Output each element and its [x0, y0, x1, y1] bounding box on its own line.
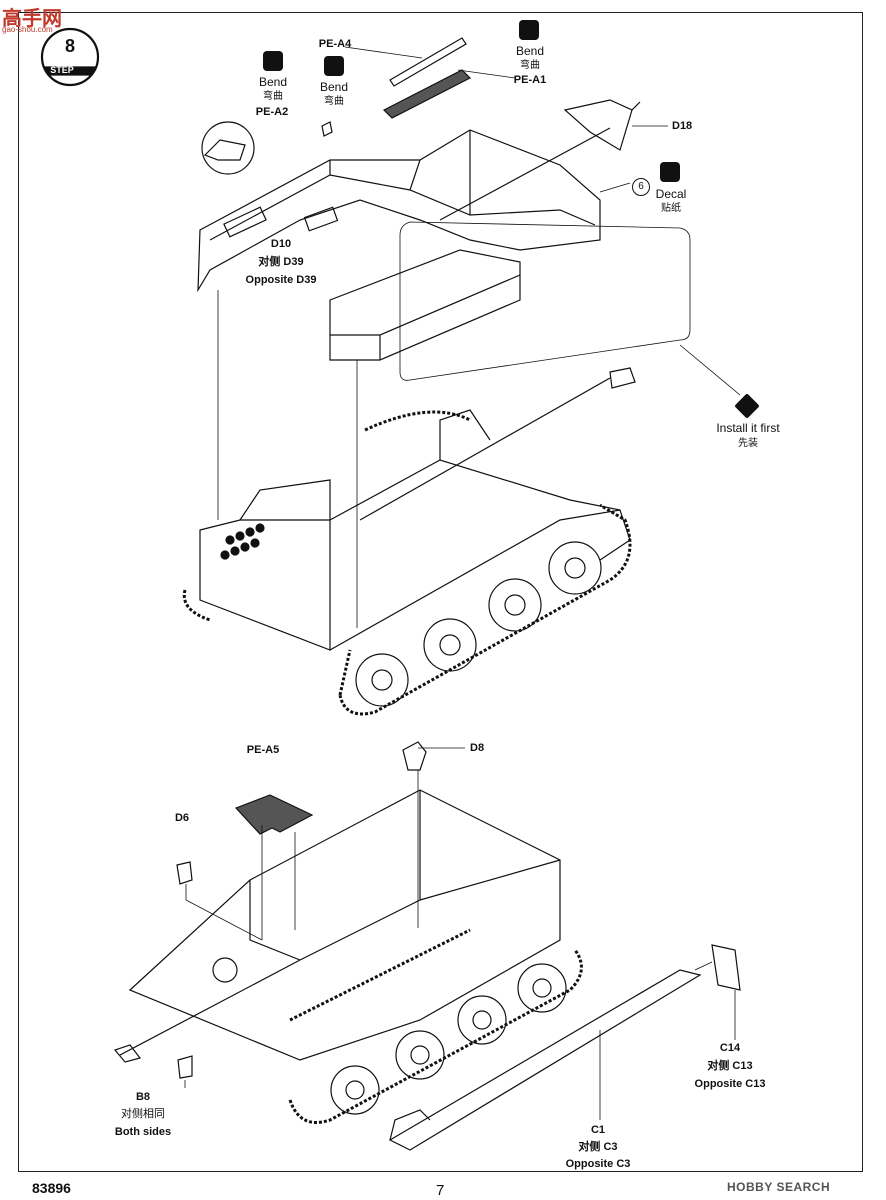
- part-b8-cn: 对侧相同: [121, 1108, 165, 1120]
- pe-a1-grille: [382, 69, 472, 119]
- d8-part: [402, 741, 427, 771]
- upper-vehicle-assembly: [182, 367, 636, 716]
- c14-part: [711, 944, 741, 991]
- part-d6: D6: [174, 812, 190, 824]
- install-first-en: Install it first: [716, 421, 780, 435]
- part-pe-a5: PE-A5: [246, 744, 280, 756]
- step-badge: [40, 27, 100, 87]
- part-d10-opposite-en: Opposite D39: [245, 274, 317, 286]
- step-label: STEP: [50, 65, 74, 75]
- part-b8-en: Both sides: [114, 1126, 172, 1138]
- part-c14-cn: 对侧 C13: [707, 1060, 753, 1072]
- part-d10: D10: [270, 238, 292, 250]
- bend-label-en: Bend: [258, 75, 288, 89]
- pe-a2-part: [321, 121, 333, 137]
- page-frame: [18, 12, 863, 1172]
- part-d10-opposite-cn: 对侧 D39: [258, 256, 304, 268]
- part-pe-a2: PE-A2: [255, 106, 289, 118]
- upper-hull-part: [197, 129, 691, 381]
- bend-label-cn: 弯曲: [520, 60, 540, 71]
- part-c14: C14: [719, 1042, 741, 1054]
- part-c1-en: Opposite C3: [565, 1158, 631, 1170]
- hobby-search-watermark: HOBBY SEARCH: [727, 1180, 831, 1194]
- site-logo: 高手网: [2, 8, 62, 30]
- bend-icon: [324, 56, 344, 76]
- page-number: 7: [436, 1182, 445, 1199]
- decal-number: 6: [632, 178, 650, 196]
- install-first-cn: 先装: [738, 438, 758, 449]
- product-code: 83896: [32, 1180, 71, 1196]
- pe-a4-grille: [389, 37, 467, 87]
- decal-label-en: Decal: [655, 187, 687, 201]
- bend-label-en: Bend: [515, 44, 545, 58]
- d6-part: [176, 861, 193, 885]
- part-c1: C1: [590, 1124, 606, 1136]
- part-d18: D18: [672, 120, 693, 132]
- bend-icon: [519, 20, 539, 40]
- decal-label-cn: 贴纸: [661, 203, 681, 214]
- site-url: gao-shou.com: [2, 25, 53, 34]
- bend-label-cn: 弯曲: [263, 91, 283, 102]
- bend-icon: [263, 51, 283, 71]
- guide-lines: [184, 46, 741, 1120]
- inset-detail: [201, 121, 255, 175]
- d18-muzzle-brake: [439, 99, 641, 221]
- part-d8: D8: [470, 742, 485, 754]
- decal-icon: [660, 162, 680, 182]
- c1-fender: [388, 969, 702, 1151]
- b8-part: [177, 1055, 193, 1079]
- step-number: 8: [64, 36, 76, 56]
- lower-vehicle-assembly: [113, 789, 583, 1124]
- part-pe-a1: PE-A1: [513, 74, 547, 86]
- pe-a5-grille: [234, 794, 314, 835]
- part-pe-a4: PE-A4: [318, 38, 352, 50]
- part-b8: B8: [135, 1091, 151, 1103]
- bend-label-cn: 弯曲: [324, 96, 344, 107]
- bend-label-en: Bend: [319, 80, 349, 94]
- part-c1-cn: 对侧 C3: [578, 1141, 618, 1153]
- part-c14-en: Opposite C13: [694, 1078, 766, 1090]
